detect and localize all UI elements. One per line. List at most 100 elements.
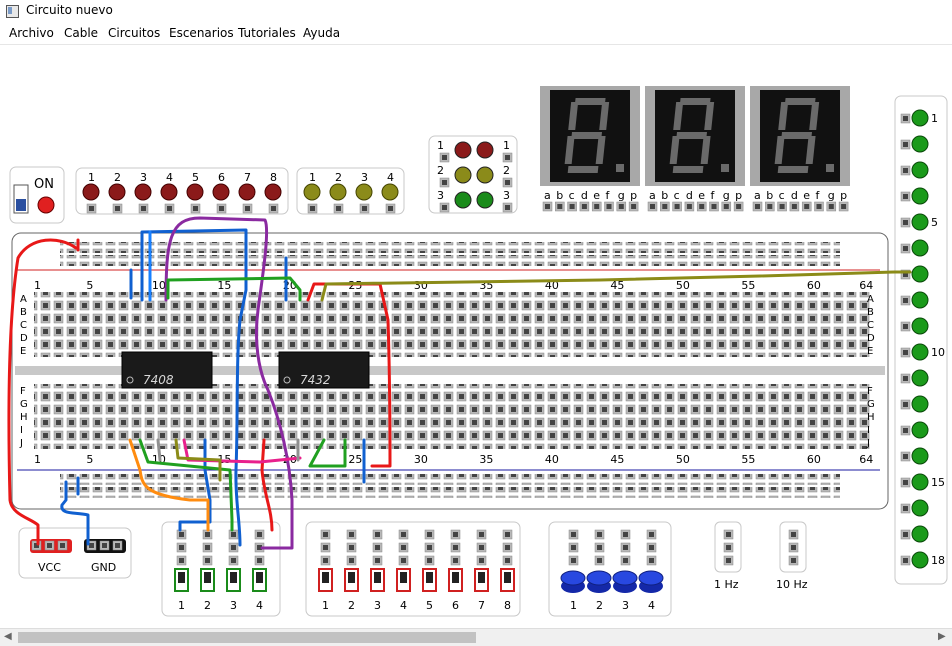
red-switch-pin[interactable] [476,529,487,540]
traffic-pin-right[interactable] [502,202,513,213]
scroll-left-icon[interactable]: ◀ [4,631,12,642]
side-led-pin[interactable] [900,321,911,332]
green-switch-pin[interactable] [254,555,265,566]
red-led-pin[interactable] [268,203,279,214]
clock-pin[interactable] [788,555,799,566]
wires[interactable] [7,216,912,550]
side-led-pin[interactable] [900,555,911,566]
red-switch-pin[interactable] [398,542,409,553]
red-led-pin[interactable] [190,203,201,214]
red-led-pin[interactable] [86,203,97,214]
red-switch[interactable] [448,568,463,592]
green-switch-pin[interactable] [228,555,239,566]
segment-pin[interactable] [604,201,614,212]
red-switch-pin[interactable] [450,555,461,566]
green-switch-pin[interactable] [202,542,213,553]
red-switch-pin[interactable] [346,529,357,540]
red-switch[interactable] [422,568,437,592]
green-switch-pin[interactable] [176,555,187,566]
segment-pin[interactable] [721,201,732,212]
segment-pin[interactable] [684,201,695,212]
red-led-pin[interactable] [112,203,123,214]
segment-pin[interactable] [789,201,800,212]
red-switch-pin[interactable] [398,555,409,566]
blue-push-button[interactable] [638,570,664,593]
olive-led-pin[interactable] [333,203,344,214]
vcc-socket[interactable] [57,540,68,551]
segment-pin[interactable] [555,201,565,212]
power-toggle[interactable] [16,199,26,211]
segment-pin[interactable] [826,201,837,212]
segment-pin[interactable] [752,201,763,212]
blue-button-pin[interactable] [620,529,631,540]
segment-pin[interactable] [579,201,590,212]
red-switch-pin[interactable] [372,542,383,553]
green-switch[interactable] [174,568,189,592]
side-led-pin[interactable] [900,477,911,488]
terminal-strip-top[interactable] [34,292,873,357]
red-switch[interactable] [344,568,359,592]
side-led-pin[interactable] [900,191,911,202]
red-led-pin[interactable] [216,203,227,214]
red-switch-pin[interactable] [320,542,331,553]
segment-pin[interactable] [591,201,602,212]
red-switch-pin[interactable] [372,555,383,566]
menu-circuitos[interactable]: Circuitos [108,26,161,40]
red-switch-pin[interactable] [320,529,331,540]
red-switch-pin[interactable] [346,555,357,566]
menu-archivo[interactable]: Archivo [9,26,54,40]
chip-7408[interactable]: 7408 [121,351,213,389]
segment-pin[interactable] [814,201,824,212]
red-switch-pin[interactable] [424,529,435,540]
segment-pin[interactable] [733,201,744,212]
blue-button-pin[interactable] [646,529,657,540]
blue-push-button[interactable] [612,570,638,593]
gnd-socket[interactable] [99,540,110,551]
blue-button-pin[interactable] [568,542,579,553]
green-switch[interactable] [252,568,267,592]
blue-button-pin[interactable] [620,555,631,566]
red-switch-pin[interactable] [424,555,435,566]
traffic-pin-left[interactable] [439,202,450,213]
breadboard[interactable]: 1155101015152020252530303535404045455050… [11,232,889,510]
red-switch-pin[interactable] [476,555,487,566]
red-switch[interactable] [474,568,489,592]
blue-button-pin[interactable] [620,542,631,553]
red-switch-pin[interactable] [398,529,409,540]
blue-button-pin[interactable] [594,542,605,553]
traffic-pin-left[interactable] [439,177,450,188]
red-switch-pin[interactable] [372,529,383,540]
menu-ayuda[interactable]: Ayuda [303,26,341,40]
side-led-pin[interactable] [900,217,911,228]
green-switch-pin[interactable] [254,529,265,540]
side-led-pin[interactable] [900,165,911,176]
power-rail[interactable] [60,487,840,498]
red-switch-pin[interactable] [450,529,461,540]
segment-pin[interactable] [838,201,849,212]
blue-push-button[interactable] [560,570,586,593]
side-led-pin[interactable] [900,399,911,410]
traffic-pin-right[interactable] [502,177,513,188]
menu-cable[interactable]: Cable [64,26,99,40]
green-switch-pin[interactable] [228,542,239,553]
blue-button-pin[interactable] [646,542,657,553]
side-led-pin[interactable] [900,347,911,358]
red-switch-pin[interactable] [502,529,513,540]
segment-pin[interactable] [647,201,658,212]
clock-pin[interactable] [723,555,734,566]
red-switch[interactable] [500,568,515,592]
blue-button-pin[interactable] [594,555,605,566]
power-rail[interactable] [60,242,840,253]
menu-tutoriales[interactable]: Tutoriales [238,26,296,40]
green-switch[interactable] [200,568,215,592]
red-switch-pin[interactable] [450,542,461,553]
clock-pin[interactable] [788,529,799,540]
side-led-pin[interactable] [900,113,911,124]
red-led-pin[interactable] [138,203,149,214]
blue-button-pin[interactable] [594,529,605,540]
side-led-pin[interactable] [900,269,911,280]
menu-escenarios[interactable]: Escenarios [169,26,234,40]
clock-pin[interactable] [723,542,734,553]
segment-pin[interactable] [567,201,577,212]
